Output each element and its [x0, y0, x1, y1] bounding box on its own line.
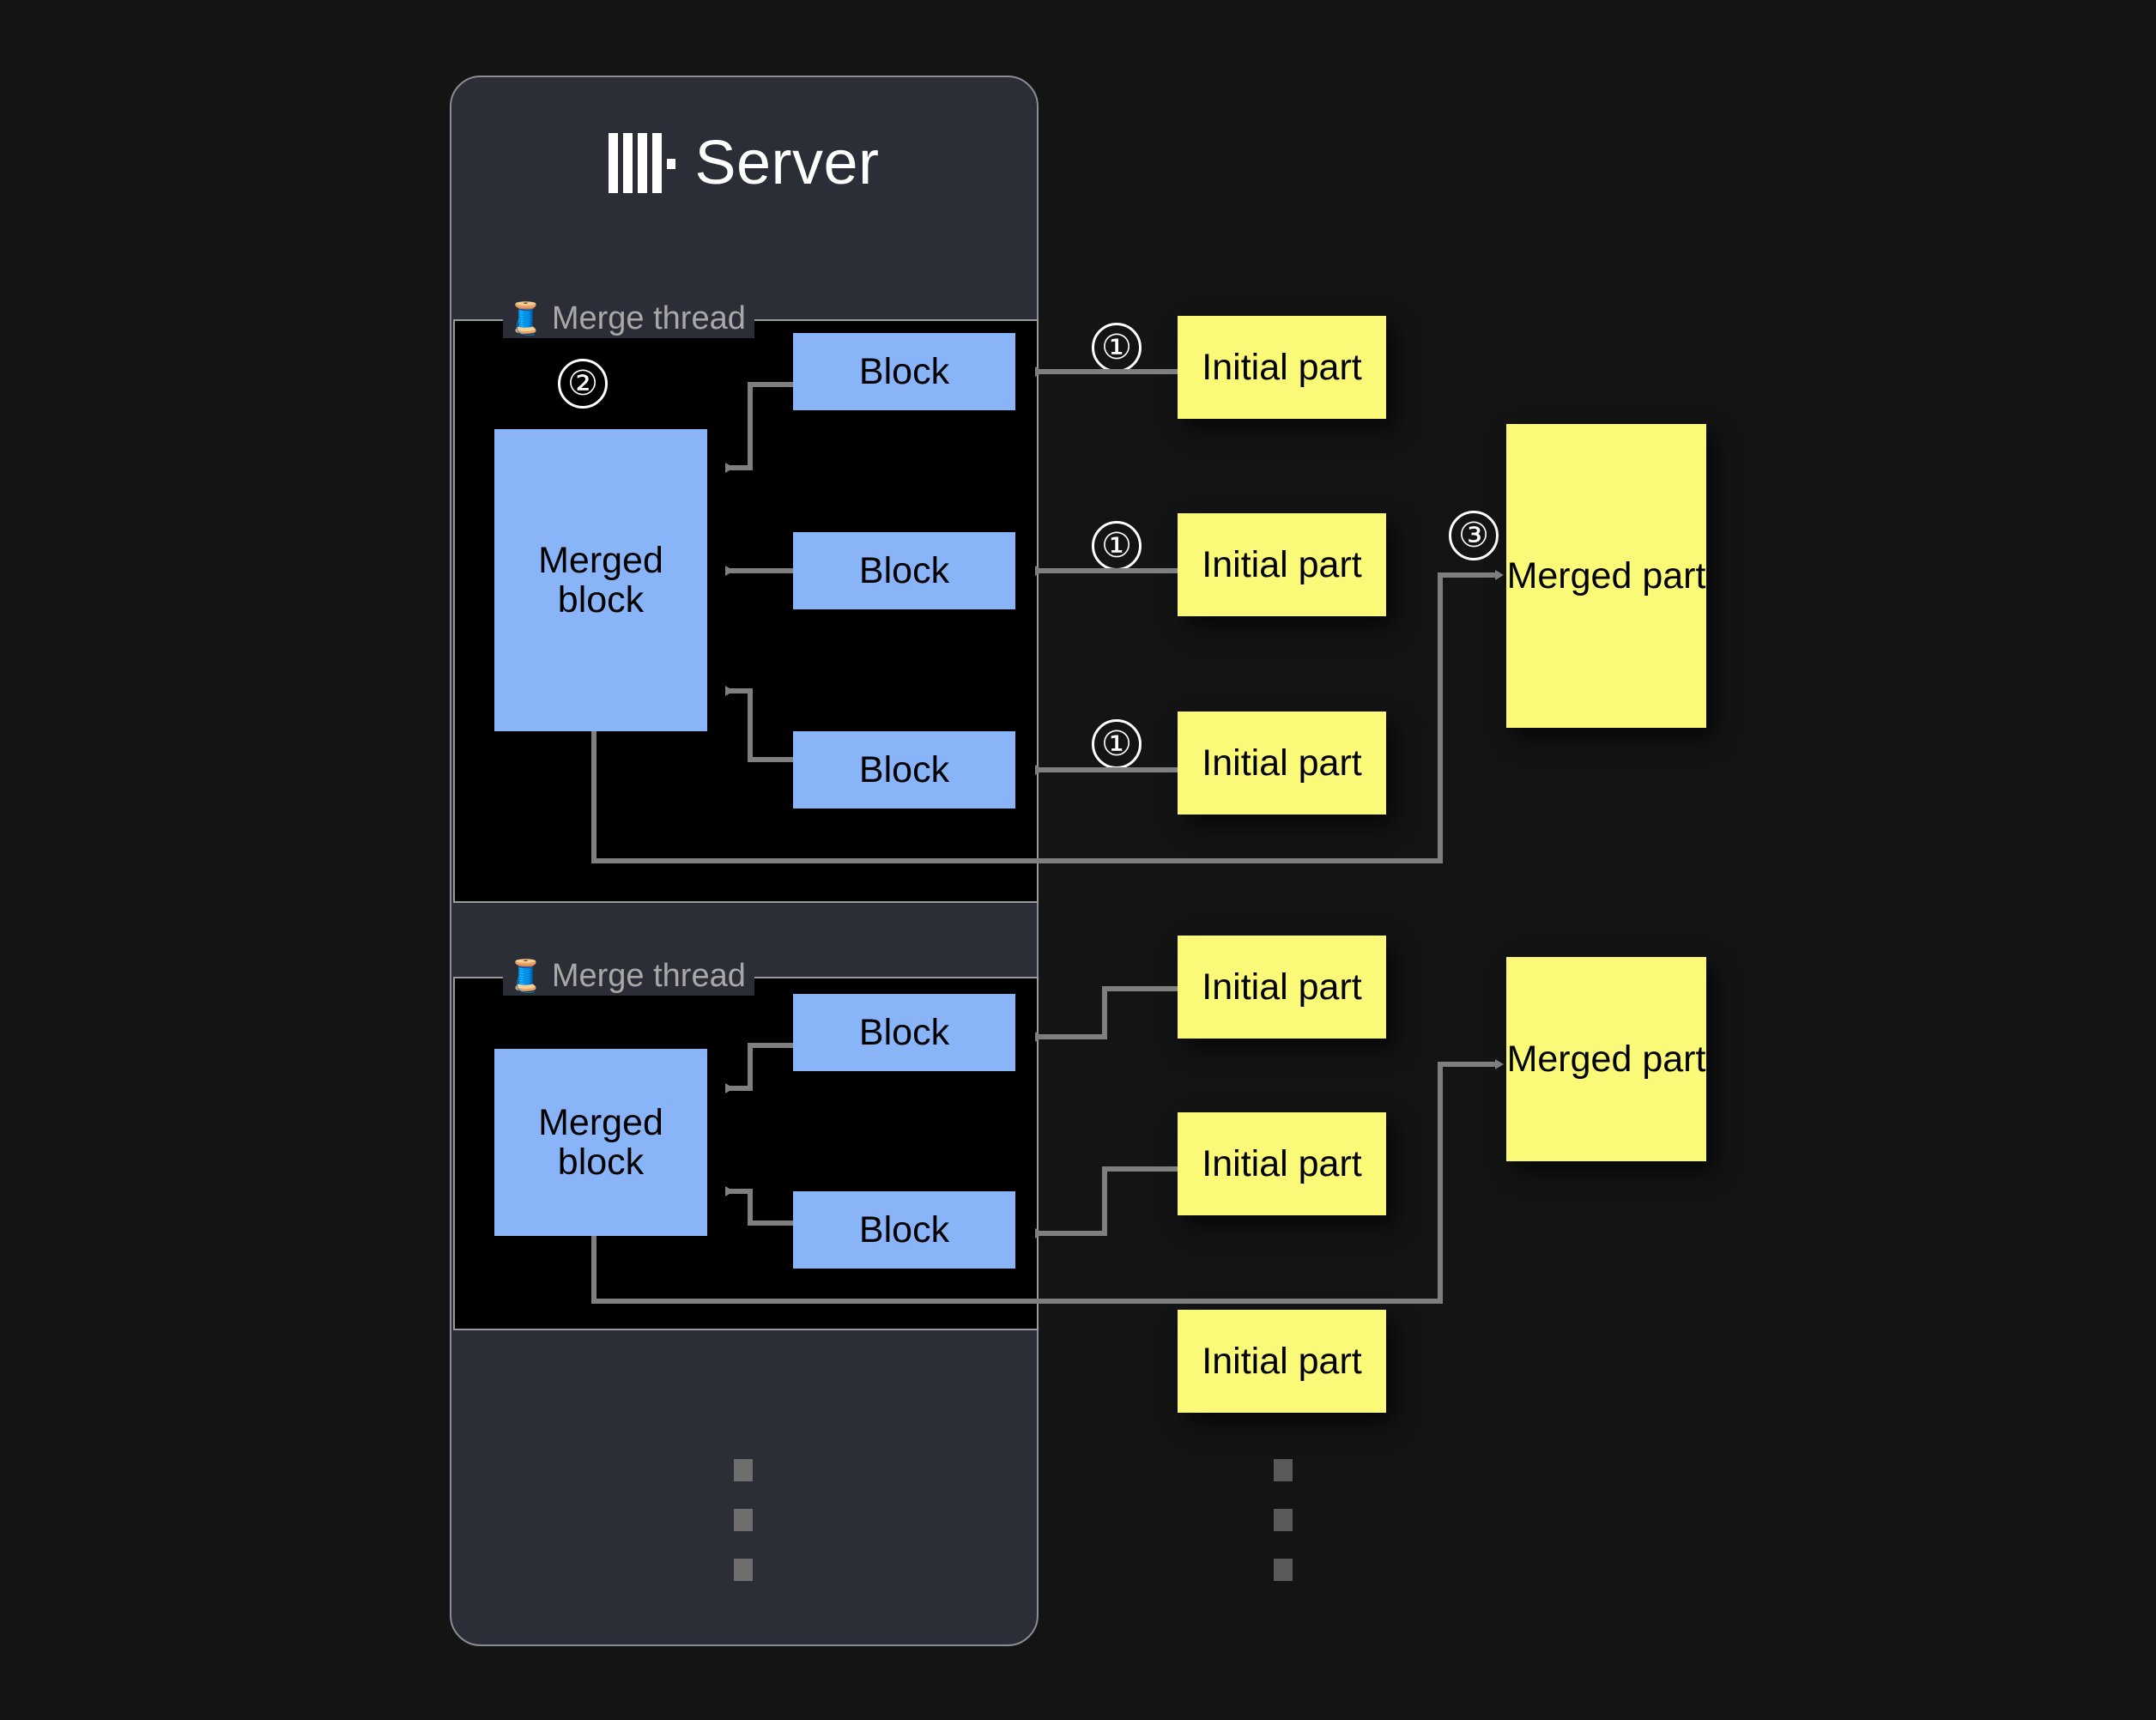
- merged-part-1: Merged part: [1506, 424, 1706, 728]
- merged-part-2: Merged part: [1506, 957, 1706, 1161]
- initial-part-4: Initial part: [1178, 936, 1386, 1039]
- step-marker-1-a: ①: [1092, 323, 1142, 372]
- step-marker-1-c: ①: [1092, 719, 1142, 769]
- block-2-1: Block: [793, 994, 1015, 1071]
- block-1-3: Block: [793, 731, 1015, 809]
- merge-thread-label-1: 🧵 Merge thread: [503, 299, 754, 338]
- parts-ellipsis: [1274, 1459, 1293, 1581]
- server-title: Server: [450, 116, 1039, 210]
- thread-spool-icon: 🧵: [506, 300, 545, 336]
- merged-block-2: Merged block: [494, 1049, 707, 1236]
- merge-thread-label-2: 🧵 Merge thread: [503, 956, 754, 996]
- server-ellipsis: [734, 1459, 753, 1581]
- block-1-1: Block: [793, 333, 1015, 410]
- merged-block-1: Merged block: [494, 429, 707, 731]
- thread-spool-icon: 🧵: [506, 958, 545, 993]
- step-marker-2: ②: [558, 359, 608, 409]
- merge-thread-label-text: Merge thread: [551, 300, 746, 336]
- step-marker-3: ③: [1449, 511, 1499, 560]
- initial-part-1: Initial part: [1178, 316, 1386, 419]
- server-title-label: Server: [694, 129, 880, 197]
- initial-part-6: Initial part: [1178, 1310, 1386, 1413]
- initial-part-5: Initial part: [1178, 1112, 1386, 1215]
- merge-thread-label-text: Merge thread: [551, 958, 746, 994]
- initial-part-3: Initial part: [1178, 712, 1386, 815]
- block-1-2: Block: [793, 532, 1015, 609]
- block-2-2: Block: [793, 1191, 1015, 1269]
- step-marker-1-b: ①: [1092, 521, 1142, 571]
- clickhouse-bars-icon: [609, 133, 676, 193]
- initial-part-2: Initial part: [1178, 513, 1386, 616]
